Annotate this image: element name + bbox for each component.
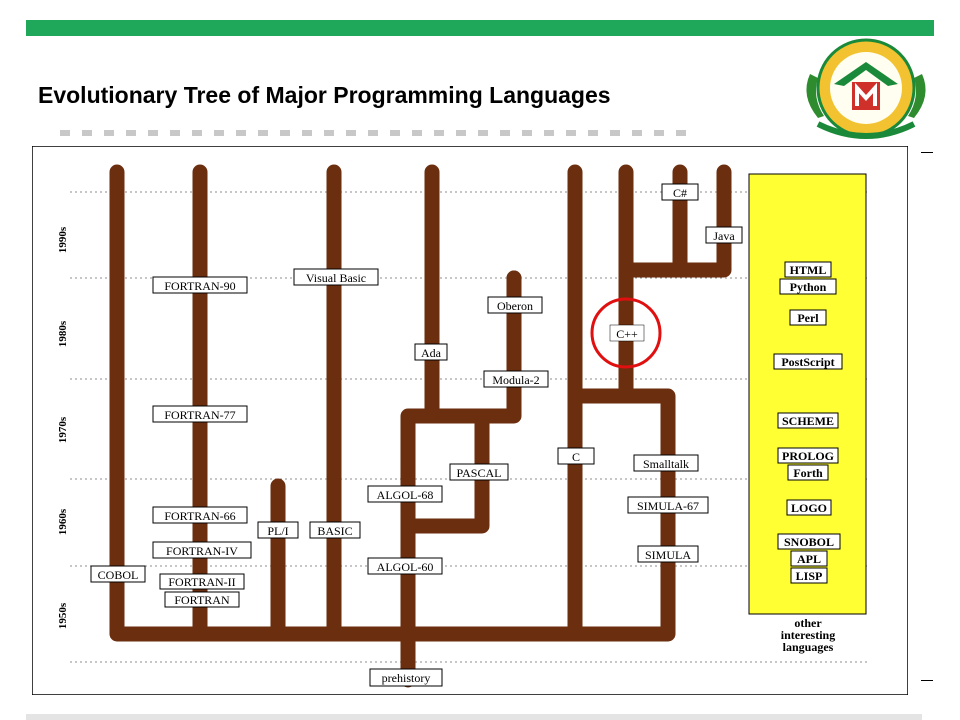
language-label-smalltalk: Smalltalk bbox=[643, 457, 689, 471]
other-language-box bbox=[777, 533, 841, 550]
language-label-fortran: FORTRAN bbox=[174, 593, 230, 607]
other-language-box bbox=[789, 309, 827, 326]
other-caption-line: interesting bbox=[781, 628, 835, 642]
language-box-algol60 bbox=[367, 557, 443, 575]
other-language-label: LISP bbox=[796, 569, 823, 583]
language-box-pascal bbox=[449, 463, 509, 481]
language-label-basic: BASIC bbox=[317, 524, 352, 538]
language-box-cpp bbox=[609, 324, 645, 342]
language-label-ada: Ada bbox=[421, 346, 442, 360]
university-crest-icon bbox=[806, 38, 926, 139]
edge-tick bbox=[921, 152, 933, 153]
other-language-box bbox=[777, 412, 839, 429]
language-label-modula2: Modula-2 bbox=[492, 373, 539, 387]
language-label-fortran66: FORTRAN-66 bbox=[164, 509, 235, 523]
decade-label: 1960s bbox=[57, 508, 69, 535]
footer-bar bbox=[26, 714, 922, 720]
other-language-label: SNOBOL bbox=[784, 535, 834, 549]
decade-label: 1970s bbox=[57, 416, 69, 443]
language-tree-diagram: 1990s 1980s 1970s 1960s 1950s bbox=[32, 146, 908, 695]
language-box-basic bbox=[309, 521, 361, 539]
language-box-cobol bbox=[90, 565, 146, 583]
cpp-highlight-circle bbox=[590, 297, 662, 369]
other-language-label: APL bbox=[797, 552, 821, 566]
language-box-simula67 bbox=[627, 496, 709, 514]
language-box-fortran66 bbox=[152, 506, 248, 524]
language-box-prehistory bbox=[369, 668, 443, 687]
other-language-box bbox=[777, 447, 839, 464]
edge-tick bbox=[921, 680, 933, 681]
language-box-fortran bbox=[164, 591, 240, 608]
language-label-simula: SIMULA bbox=[645, 548, 691, 562]
language-box-modula2 bbox=[483, 370, 549, 388]
language-box-fortran2 bbox=[159, 573, 245, 590]
language-label-pl1: PL/I bbox=[267, 524, 288, 538]
other-language-label: Python bbox=[790, 280, 827, 294]
language-label-cobol: COBOL bbox=[98, 568, 139, 582]
language-label-pascal: PASCAL bbox=[457, 466, 502, 480]
decade-label: 1980s bbox=[57, 320, 69, 347]
other-language-box bbox=[786, 499, 832, 516]
language-label-algol68: ALGOL-68 bbox=[377, 488, 434, 502]
other-language-box bbox=[790, 567, 828, 584]
language-label-fortran90: FORTRAN-90 bbox=[164, 279, 235, 293]
other-language-box bbox=[773, 353, 843, 370]
branch-algol-to-pascal bbox=[400, 408, 490, 534]
language-box-java bbox=[705, 226, 743, 244]
language-box-simula bbox=[637, 545, 699, 563]
language-label-fortran4: FORTRAN-IV bbox=[166, 544, 238, 558]
other-language-label: PROLOG bbox=[782, 449, 834, 463]
language-box-smalltalk bbox=[633, 454, 699, 472]
language-label-visual-basic: Visual Basic bbox=[306, 271, 366, 285]
language-box-algol68 bbox=[367, 485, 443, 503]
branch-java bbox=[618, 164, 732, 278]
language-label-c: C bbox=[572, 450, 580, 464]
other-language-label: Forth bbox=[793, 466, 823, 480]
other-language-box bbox=[779, 278, 837, 295]
header-bar bbox=[26, 20, 934, 36]
language-label-simula67: SIMULA-67 bbox=[637, 499, 699, 513]
branch-base bbox=[109, 164, 676, 642]
language-label-java: Java bbox=[713, 229, 735, 243]
other-language-label: SCHEME bbox=[782, 414, 834, 428]
decade-gridlines bbox=[70, 191, 868, 663]
decade-label: 1990s bbox=[57, 226, 69, 253]
language-box-fortran77 bbox=[152, 405, 248, 423]
language-box-ada bbox=[414, 343, 448, 361]
language-label-fortran77: FORTRAN-77 bbox=[164, 408, 235, 422]
other-language-label: PostScript bbox=[781, 355, 834, 369]
tree-branches bbox=[109, 164, 732, 688]
decade-label: 1950s bbox=[57, 602, 69, 629]
language-label-algol60: ALGOL-60 bbox=[377, 560, 434, 574]
language-box-visual-basic bbox=[293, 268, 379, 286]
slide-title: Evolutionary Tree of Major Programming L… bbox=[38, 82, 611, 108]
other-language-box bbox=[790, 550, 828, 567]
language-box-csharp bbox=[661, 183, 699, 201]
language-box-fortran90 bbox=[152, 276, 248, 294]
other-language-label: LOGO bbox=[791, 501, 827, 515]
other-language-label: Perl bbox=[797, 311, 819, 325]
other-language-label: HTML bbox=[790, 263, 827, 277]
language-label-fortran2: FORTRAN-II bbox=[168, 575, 235, 589]
language-box-c bbox=[557, 447, 595, 465]
language-label-prehistory: prehistory bbox=[382, 671, 431, 685]
other-caption-line: languages bbox=[783, 640, 834, 654]
language-label-csharp: C# bbox=[673, 186, 687, 200]
other-caption-line: other bbox=[794, 616, 822, 630]
other-language-box bbox=[787, 464, 829, 481]
language-label-cpp: C++ bbox=[616, 327, 638, 341]
other-language-box bbox=[784, 261, 832, 278]
branch-pascal-modula bbox=[400, 270, 522, 470]
language-label-oberon: Oberon bbox=[497, 299, 533, 313]
language-box-fortran4 bbox=[152, 541, 252, 559]
language-box-oberon bbox=[487, 296, 543, 314]
language-box-pl1 bbox=[257, 521, 299, 539]
decorative-dash-line bbox=[60, 130, 690, 136]
